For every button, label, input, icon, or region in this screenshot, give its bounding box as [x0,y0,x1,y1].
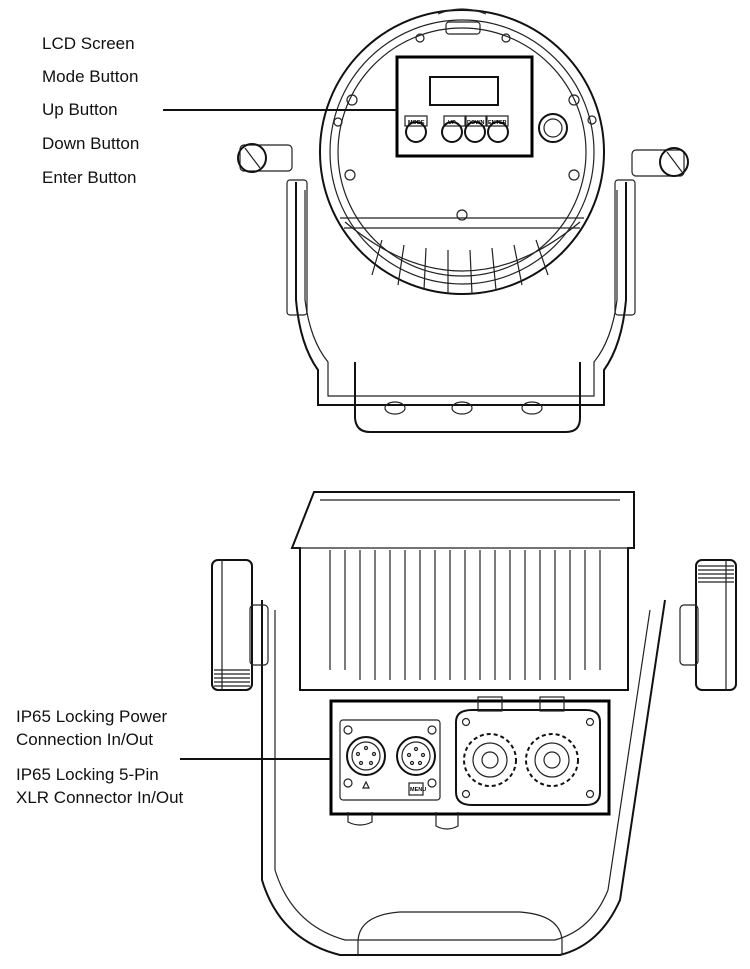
label-power-connection-line1: IP65 Locking Power [16,707,168,726]
label-power-connection-line2: Connection In/Out [16,730,154,749]
label-lcd-screen: LCD Screen [42,34,135,53]
bottom-fixture-view: MENU [180,491,737,956]
down-button-text: DOWN [467,120,484,126]
enter-button-text: ENTER [488,120,507,126]
xlr-connector-icon [346,736,386,776]
label-down-button: Down Button [42,134,140,153]
right-knob-top [631,147,689,177]
label-up-button: Up Button [42,100,118,119]
mode-button-text: MODE [408,120,425,126]
up-button-text: UP [448,120,456,126]
label-xlr-connector-line2: XLR Connector In/Out [16,788,184,807]
enter-button-icon [487,121,509,143]
label-enter-button: Enter Button [42,168,137,187]
label-mode-button: Mode Button [42,67,139,86]
connector-tag-text: MENU [410,787,426,793]
power-connector-icons [455,696,601,806]
mode-button-icon [405,121,427,143]
xlr-connector-icon-2 [396,736,436,776]
left-knob-top [237,143,293,173]
down-button-icon [464,121,486,143]
label-xlr-connector-line1: IP65 Locking 5-Pin [16,765,159,784]
connector-panel-highlight [329,699,611,816]
up-button-icon [441,121,463,143]
control-panel-highlight [395,55,534,158]
panel-buttons: MODE UP DOWN ENTER [404,115,509,143]
left-handle-bottom [211,559,269,691]
lcd-screen [429,76,499,106]
top-fixture-view: MODE UP DOWN ENTER [163,8,689,433]
right-handle-bottom [679,559,737,691]
